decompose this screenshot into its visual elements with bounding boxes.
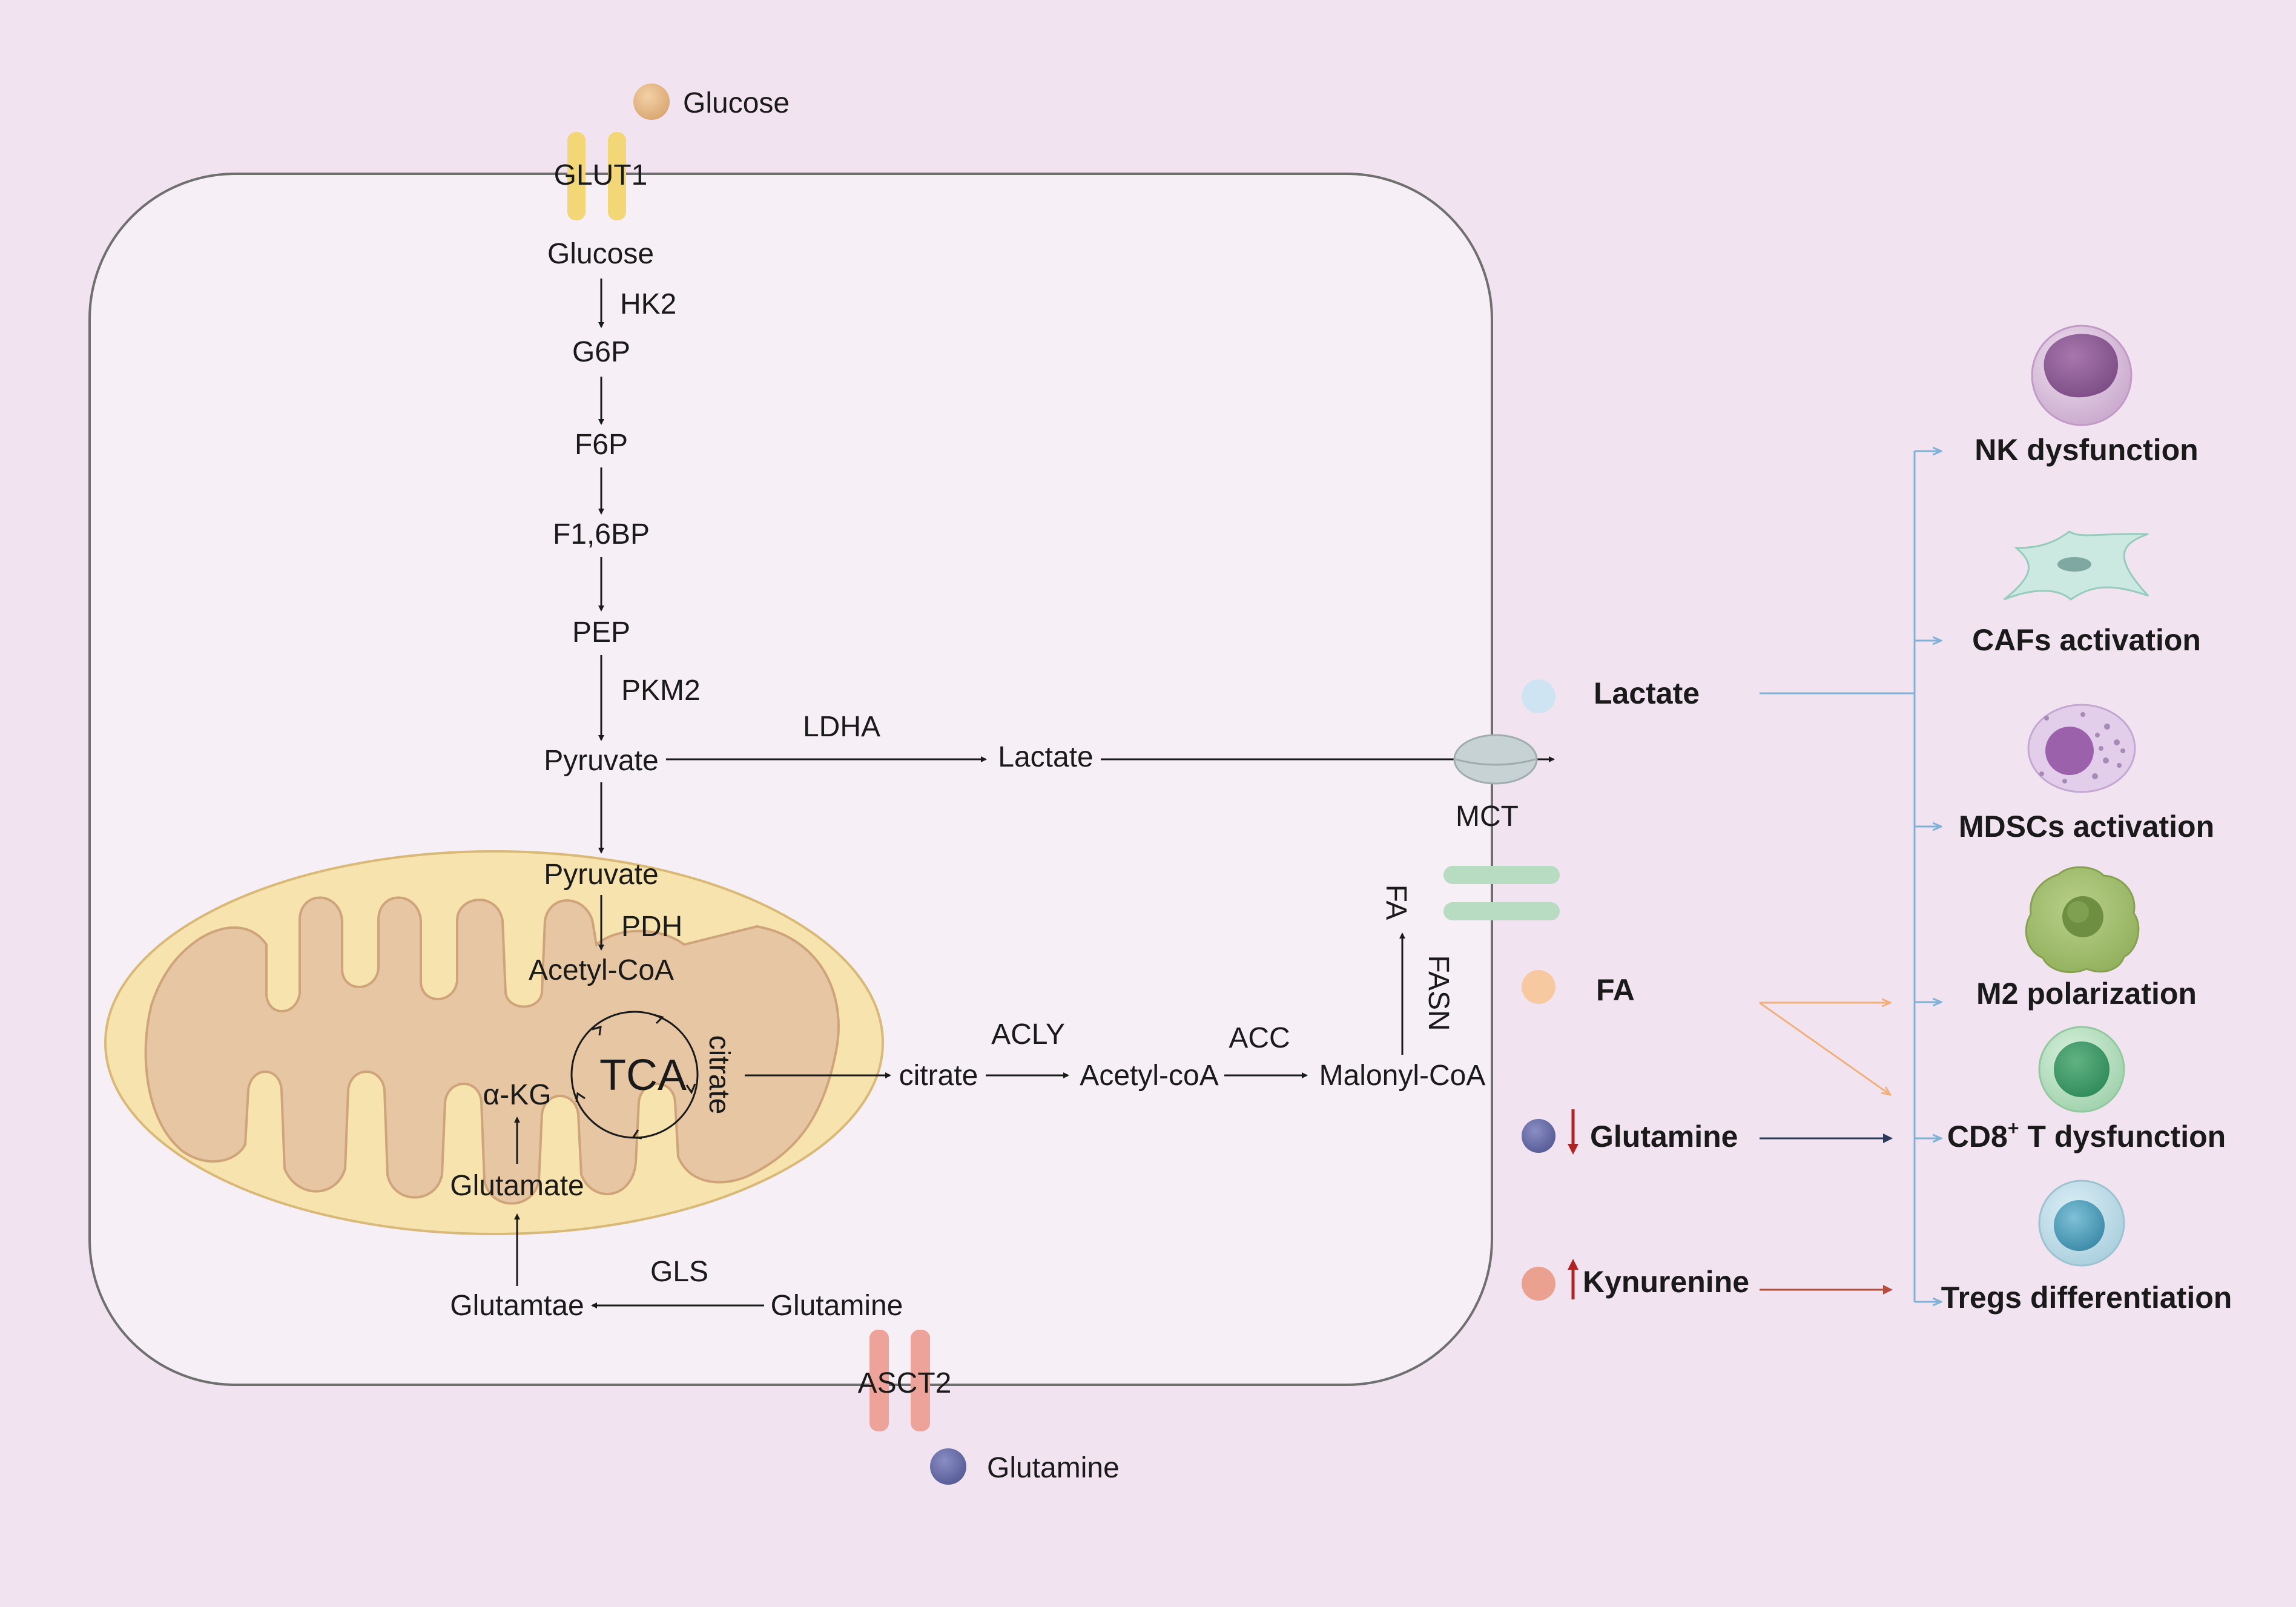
- ldha-reaction: LDHA Lactate: [666, 711, 1555, 773]
- acetyl-coa-cytosol-label: Acetyl-coA: [1080, 1060, 1218, 1092]
- mitochondrion-inner-membrane: [144, 896, 840, 1205]
- fa-transporter: [1443, 866, 1560, 920]
- cafs-activation-label: CAFs activation: [1972, 623, 2201, 657]
- metabolite-glutamine-label: Glutamine: [1590, 1120, 1738, 1153]
- glut1-transporter: GLUT1: [554, 132, 648, 220]
- mct-label: MCT: [1456, 800, 1519, 833]
- pep-label: PEP: [572, 616, 630, 648]
- metabolite-fa-label: FA: [1596, 973, 1635, 1007]
- glutamine-outside-label: Glutamine: [987, 1452, 1120, 1484]
- asct2-label: ASCT2: [858, 1367, 952, 1399]
- effect-list: NK dysfunction CAFs activation MDSCs act…: [1941, 325, 2232, 1315]
- effect-connectors: [1759, 451, 1941, 1302]
- mito-pyruvate-label: Pyruvate: [544, 859, 658, 891]
- metabolite-kynurenine-label: Kynurenine: [1583, 1265, 1749, 1299]
- tca-citrate-label: citrate: [703, 1035, 735, 1115]
- nk-cell-icon: [2031, 325, 2133, 426]
- lactate-inside-label: Lactate: [998, 741, 1093, 773]
- glutaminolysis: Glutamtae GLS Glutamine: [450, 1213, 903, 1322]
- glutamate-cytosol-label: Glutamtae: [450, 1290, 584, 1322]
- citrate-cytosol-label: citrate: [899, 1060, 978, 1092]
- acetyl-coa-label: Acetyl-CoA: [529, 954, 674, 986]
- m2-polarization-label: M2 polarization: [1976, 977, 2197, 1011]
- glucose-molecule-outside: Glucose: [633, 84, 790, 120]
- g6p-label: G6P: [572, 336, 630, 368]
- glutamine-cytosol-label: Glutamine: [771, 1290, 903, 1322]
- glucose-outside-label: Glucose: [683, 87, 790, 119]
- acc-label: ACC: [1229, 1022, 1290, 1054]
- metabolite-lactate: Lactate: [1522, 676, 1700, 713]
- mdscs-activation-label: MDSCs activation: [1959, 810, 2214, 843]
- hk2-label: HK2: [620, 288, 676, 320]
- glycolysis-pathway: Glucose HK2 G6P F6P F1,6BP PEP PKM2 Pyru…: [544, 238, 701, 854]
- metabolite-list: Lactate FA Glutamine Kynurenine: [1522, 676, 1749, 1301]
- cd8-t-dysfunction-label: CD8+ T dysfunction: [1947, 1117, 2226, 1153]
- cd8-t-cell-icon: [2038, 1026, 2125, 1113]
- glut1-label: GLUT1: [554, 159, 648, 191]
- ldha-label: LDHA: [803, 711, 880, 743]
- tca-label: TCA: [599, 1051, 687, 1100]
- lipogenesis-pathway: citrate ACLY Acetyl-coA ACC Malonyl-CoA …: [745, 885, 1485, 1092]
- asct2-transporter: ASCT2: [858, 1330, 952, 1431]
- mdsc-cell-icon: [2027, 704, 2136, 793]
- macrophage-icon: [2025, 866, 2140, 974]
- glutamine-molecule-outside: Glutamine: [930, 1448, 1120, 1485]
- pyruvate-label: Pyruvate: [544, 745, 658, 777]
- gls-label: GLS: [650, 1256, 708, 1288]
- pkm2-label: PKM2: [621, 675, 701, 707]
- tregs-differentiation-label: Tregs differentiation: [1941, 1281, 2232, 1315]
- malonyl-coa-label: Malonyl-CoA: [1319, 1060, 1486, 1092]
- fa-cytosol-label: FA: [1380, 885, 1412, 920]
- tca-cycle: TCA citrate: [570, 1011, 735, 1140]
- metabolite-fa: FA: [1522, 970, 1635, 1007]
- glucose-inside-label: Glucose: [547, 238, 654, 270]
- caf-cell-icon: [2004, 530, 2149, 601]
- acly-label: ACLY: [991, 1018, 1065, 1051]
- mitochondrion: [104, 850, 884, 1235]
- mct-transporter: MCT: [1453, 734, 1538, 833]
- metabolite-glutamine: Glutamine: [1522, 1109, 1738, 1155]
- metabolite-kynurenine: Kynurenine: [1522, 1259, 1749, 1301]
- pdh-label: PDH: [621, 911, 682, 943]
- f16bp-label: F1,6BP: [553, 518, 650, 550]
- f6p-label: F6P: [575, 429, 628, 461]
- akg-label: α-KG: [483, 1079, 551, 1111]
- mitochondrial-metabolism: Pyruvate PDH Acetyl-CoA TCA citrate α-KG…: [450, 859, 735, 1202]
- treg-cell-icon: [2038, 1180, 2125, 1267]
- metabolite-lactate-label: Lactate: [1594, 676, 1700, 710]
- nk-dysfunction-label: NK dysfunction: [1974, 433, 2198, 467]
- fasn-label: FASN: [1422, 955, 1454, 1031]
- mito-glutamate-label: Glutamate: [450, 1170, 584, 1202]
